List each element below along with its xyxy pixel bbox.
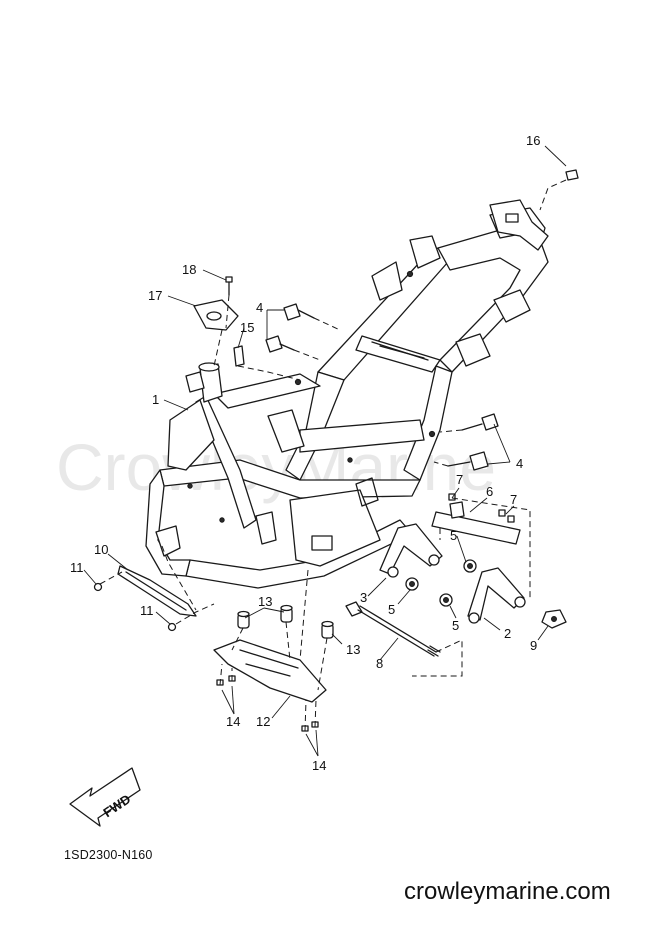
part-4-bolts-lower [447,413,499,471]
part-15-nut [565,169,579,181]
callout-16: 15 [240,320,254,335]
part-8-long-bolt [345,601,441,657]
callout-7-left: 7 [456,472,463,487]
part-5-bushings [405,559,477,607]
callout-2: 2 [504,626,511,641]
callout-7-right: 7 [510,492,517,507]
part-2-link [467,567,526,624]
leader-lines [83,145,567,757]
part-11-screws [93,582,177,632]
callout-15: 16 [526,133,540,148]
callout-14-lower: 14 [312,758,326,773]
part-3-link [379,523,443,578]
guide-lines [99,179,567,732]
forward-arrow: FWD [69,767,141,827]
part-18-bolt [225,276,233,296]
main-frame [145,199,549,589]
callout-10: 10 [94,542,108,557]
callout-11-upper: 11 [70,560,84,575]
callout-5-left: 5 [388,602,395,617]
callout-5-upper: 5 [450,528,457,543]
part-12-bracket-plate [213,639,327,703]
callout-8: 8 [376,656,383,671]
callout-labels: 16 18 17 4 15 1 4 7 6 7 5 3 5 5 2 9 8 10… [70,133,540,773]
callout-11-lower: 11 [140,603,154,618]
callout-13-upper: 13 [258,594,272,609]
site-footer[interactable]: crowleymarine.com [404,878,611,905]
callout-14-left: 14 [226,714,240,729]
callout-18: 18 [182,262,196,277]
part-6-plate [431,493,521,545]
callout-17: 17 [148,288,162,303]
callout-4-upper: 4 [256,300,263,315]
callout-5-right: 5 [452,618,459,633]
part-10-guard [117,565,197,617]
callout-12: 12 [256,714,270,729]
callout-3: 3 [360,590,367,605]
part-9-nut [541,609,567,629]
callout-1: 1 [152,392,159,407]
part-13-collars [237,604,334,639]
part-17-bracket [193,299,239,331]
part-16-clip [233,345,245,367]
callout-6: 6 [486,484,493,499]
diagram-code: 1SD2300-N160 [64,848,153,862]
part-4-bolts-upper [265,303,315,353]
callout-4-lower: 4 [516,456,523,471]
callout-9: 9 [530,638,537,653]
callout-13-right: 13 [346,642,360,657]
